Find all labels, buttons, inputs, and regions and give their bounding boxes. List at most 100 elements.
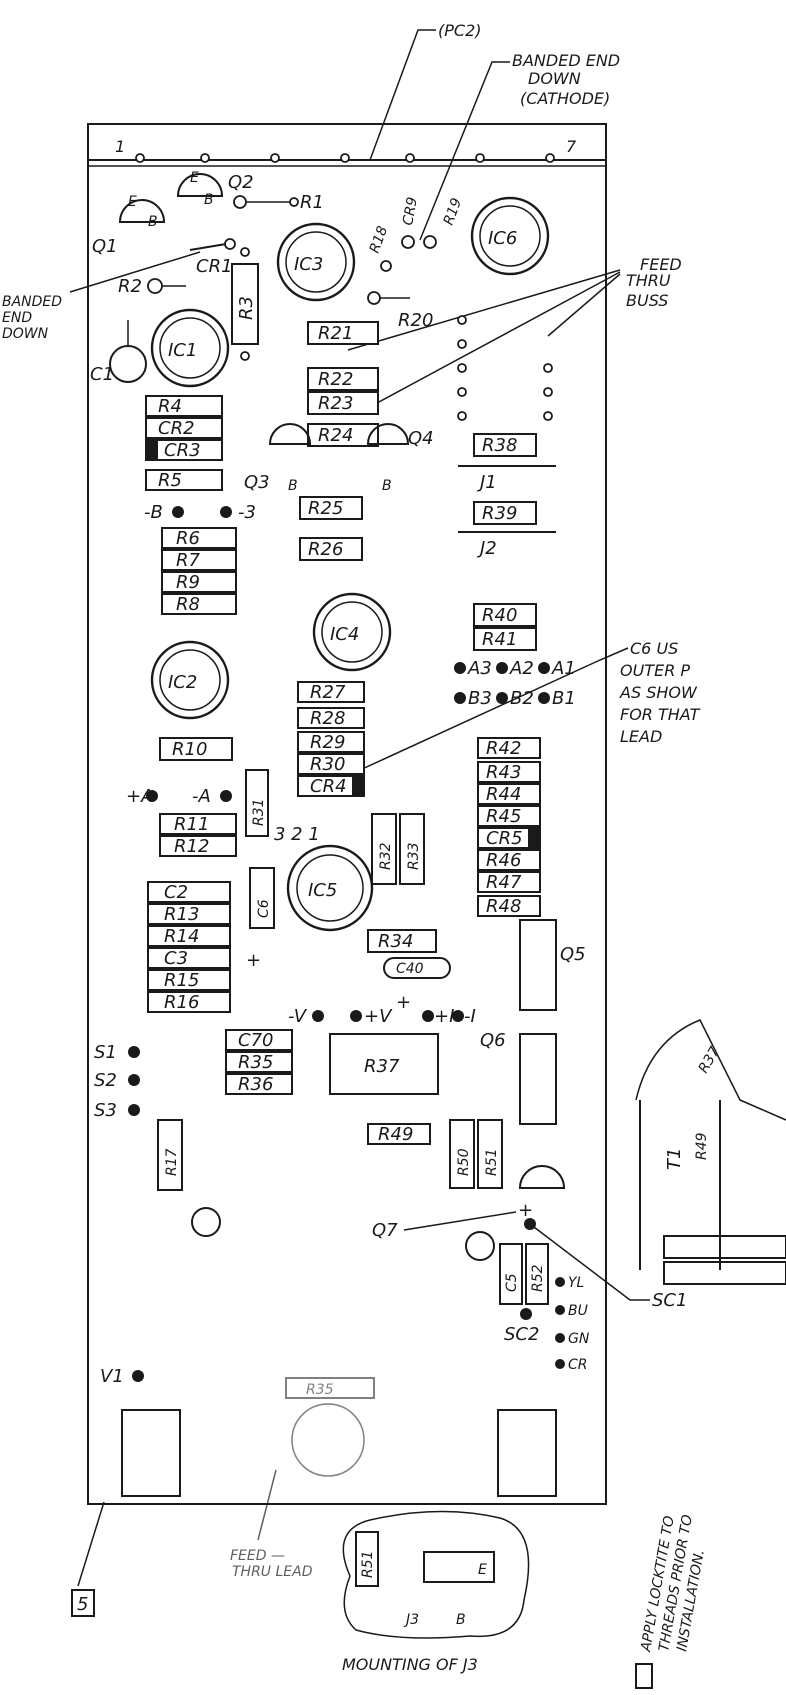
resistor-r41 xyxy=(473,627,537,651)
svg-text:V1: V1 xyxy=(100,1366,124,1387)
resistor-r48 xyxy=(477,895,541,917)
svg-text:Q5: Q5 xyxy=(560,944,586,965)
svg-text:CR4: CR4 xyxy=(310,776,347,797)
resistor-r14 xyxy=(147,925,231,947)
svg-text:IC4: IC4 xyxy=(330,624,359,645)
svg-text:R43: R43 xyxy=(486,762,521,783)
svg-text:END: END xyxy=(2,310,32,326)
resistor-r7 xyxy=(161,549,237,571)
svg-text:CR3: CR3 xyxy=(164,440,201,461)
svg-text:R35: R35 xyxy=(238,1052,273,1073)
svg-text:R32: R32 xyxy=(378,842,394,870)
resistor-r22 xyxy=(307,367,379,391)
connector-pad-right xyxy=(497,1409,557,1497)
svg-text:-I: -I xyxy=(464,1006,476,1027)
svg-text:CR9: CR9 xyxy=(400,196,421,227)
svg-text:R8: R8 xyxy=(176,594,200,615)
resistor-r37 xyxy=(329,1033,439,1095)
svg-text:A2: A2 xyxy=(509,658,534,679)
svg-text:R30: R30 xyxy=(310,754,345,775)
svg-text:IC5: IC5 xyxy=(308,880,337,901)
resistor-r45 xyxy=(477,805,541,827)
resistor-r38 xyxy=(473,433,537,457)
edge-pin-7: 7 xyxy=(566,137,577,156)
pc2-callout: (PC2) xyxy=(369,21,481,161)
svg-text:R47: R47 xyxy=(486,872,522,893)
svg-text:C70: C70 xyxy=(238,1030,273,1051)
banded-end-left-callout: BANDED END DOWN xyxy=(2,251,201,342)
j3-bottom-area: R35 xyxy=(285,1377,375,1477)
svg-text:R50: R50 xyxy=(456,1148,472,1176)
center-resistors-upper: R21 R22 R23 R24 R25 R26 xyxy=(299,321,379,561)
svg-text:BANDED: BANDED xyxy=(2,294,62,310)
svg-text:5: 5 xyxy=(77,1594,88,1615)
svg-text:SC2: SC2 xyxy=(504,1324,539,1345)
svg-text:R37: R37 xyxy=(696,1044,724,1076)
svg-text:-3: -3 xyxy=(238,502,256,523)
banded-end-top-line3: (CATHODE) xyxy=(520,89,610,108)
svg-text:Q6: Q6 xyxy=(480,1030,506,1051)
svg-text:R48: R48 xyxy=(486,896,521,917)
resistor-r30 xyxy=(297,753,365,775)
svg-text:C5: C5 xyxy=(504,1273,520,1292)
svg-text:R51: R51 xyxy=(484,1148,500,1176)
resistor-r11 xyxy=(159,813,237,835)
svg-text:CR5: CR5 xyxy=(486,828,523,849)
r1-label: R1 xyxy=(300,192,324,213)
svg-text:R49: R49 xyxy=(694,1132,710,1160)
resistor-r47 xyxy=(477,871,541,893)
left-resistors-upper: R4 CR2 CR3 R5 xyxy=(145,395,223,491)
svg-text:R17: R17 xyxy=(164,1148,180,1176)
svg-text:R13: R13 xyxy=(164,904,199,925)
locktite-note: APPLY LOCKTITE TO THREADS PRIOR TO INSTA… xyxy=(635,1514,708,1689)
svg-text:C3: C3 xyxy=(164,948,188,969)
svg-text:S3: S3 xyxy=(94,1100,117,1121)
center-resistors-lower: R27 R28 R29 R30 CR4 xyxy=(297,681,365,797)
svg-text:R14: R14 xyxy=(164,926,199,947)
svg-text:S2: S2 xyxy=(94,1070,117,1091)
resistor-r34 xyxy=(367,929,437,953)
svg-text:BU: BU xyxy=(568,1303,588,1319)
transistor-q5 xyxy=(519,919,557,1011)
banded-end-top-callout: BANDED END DOWN (CATHODE) xyxy=(419,51,620,241)
svg-text:-A: -A xyxy=(192,786,211,807)
svg-text:+I: +I xyxy=(434,1006,454,1027)
ic6: IC6 xyxy=(470,196,550,276)
svg-text:C2: C2 xyxy=(164,882,188,903)
svg-text:R31: R31 xyxy=(251,798,267,826)
svg-text:-V: -V xyxy=(288,1006,308,1027)
svg-text:R15: R15 xyxy=(164,970,199,991)
q2-label: Q2 xyxy=(228,172,254,193)
svg-text:R29: R29 xyxy=(310,732,345,753)
svg-text:R51: R51 xyxy=(360,1550,376,1578)
svg-text:FOR THAT: FOR THAT xyxy=(620,705,701,724)
capacitor-c6 xyxy=(249,867,275,929)
svg-text:Q4: Q4 xyxy=(408,428,434,449)
svg-text:-B: -B xyxy=(144,502,163,523)
resistor-r52 xyxy=(525,1243,549,1305)
resistor-r10 xyxy=(159,737,233,761)
svg-text:A3: A3 xyxy=(467,658,492,679)
svg-text:R39: R39 xyxy=(482,503,517,524)
banded-end-top-line2: DOWN xyxy=(528,69,581,88)
resistor-r49 xyxy=(367,1123,431,1145)
ic5: IC5 xyxy=(286,844,374,932)
svg-text:+: + xyxy=(518,1200,533,1221)
svg-text:+V: +V xyxy=(364,1006,393,1027)
resistor-r9 xyxy=(161,571,237,593)
svg-text:R37: R37 xyxy=(364,1056,400,1077)
svg-text:T1: T1 xyxy=(664,1148,685,1170)
resistor-r3 xyxy=(231,263,259,345)
svg-text:E: E xyxy=(128,194,137,210)
svg-text:R6: R6 xyxy=(176,528,200,549)
svg-text:C40: C40 xyxy=(396,961,424,977)
resistor-r31 xyxy=(245,769,269,837)
cr1-diode xyxy=(189,243,227,251)
svg-text:R24: R24 xyxy=(318,425,353,446)
svg-text:R36: R36 xyxy=(238,1074,273,1095)
ic4: IC4 xyxy=(312,592,392,672)
svg-text:R40: R40 xyxy=(482,605,517,626)
svg-text:+A: +A xyxy=(126,786,153,807)
svg-text:R18: R18 xyxy=(367,224,391,255)
